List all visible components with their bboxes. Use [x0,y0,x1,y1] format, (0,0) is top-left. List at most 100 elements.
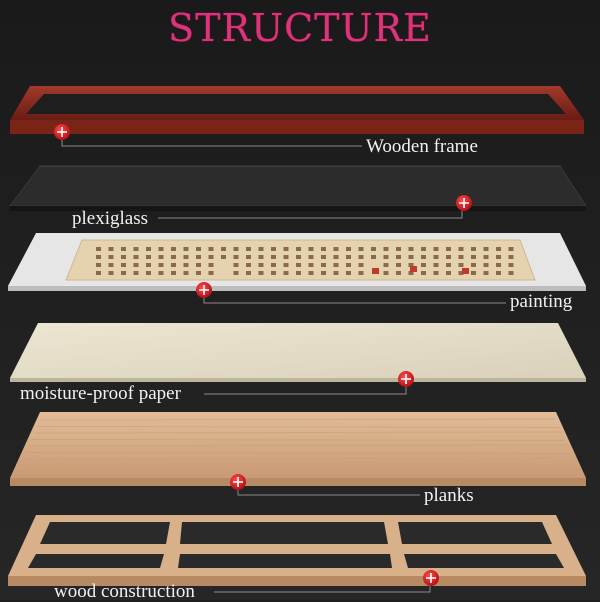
calligraphy-glyph [483,247,489,251]
calligraphy-glyph [208,263,214,267]
calligraphy-glyph [446,263,451,267]
calligraphy-glyph [271,271,276,275]
calligraphy-glyph [121,271,126,275]
calligraphy-glyph [496,255,501,259]
marker-plexiglass [456,195,472,211]
grain-line [24,452,572,454]
calligraphy-glyph [283,263,289,267]
calligraphy-glyph [346,247,351,251]
grain-line [27,444,569,447]
calligraphy-glyph [321,247,326,251]
calligraphy-glyph [458,263,464,267]
label-wood-construction: wood construction [54,581,195,602]
calligraphy-glyph [346,271,351,275]
calligraphy-glyph [296,255,301,259]
calligraphy-glyph [446,255,451,259]
grain-line [21,457,575,460]
calligraphy-glyph [483,263,489,267]
calligraphy-glyph [121,263,126,267]
calligraphy-glyph [483,255,489,259]
calligraphy-glyph [246,247,251,251]
calligraphy-glyph [146,263,151,267]
calligraphy-glyph [321,255,326,259]
calligraphy-glyph [146,271,151,275]
calligraphy-glyph [346,255,351,259]
calligraphy-glyph [421,247,426,251]
calligraphy-glyph [96,271,101,275]
wood-construction-layer [8,515,586,586]
calligraphy-glyph [96,263,101,267]
calligraphy-glyph [333,255,339,259]
calligraphy-glyph [133,255,139,259]
calligraphy-glyph [358,247,364,251]
calligraphy-glyph [408,263,414,267]
calligraphy-glyph [233,263,239,267]
calligraphy-glyph [183,255,189,259]
calligraphy-glyph [433,247,439,251]
calligraphy-glyph [333,247,339,251]
calligraphy-glyph [321,263,326,267]
calligraphy-glyph [458,255,464,259]
wooden-frame-layer [10,86,584,134]
calligraphy-glyph [408,271,414,275]
markers [54,124,472,586]
calligraphy-glyph [96,255,101,259]
calligraphy-glyph [421,271,426,275]
calligraphy-glyph [383,247,389,251]
calligraphy-glyph [258,255,264,259]
calligraphy-glyph [158,247,164,251]
calligraphy-glyph [321,271,326,275]
marker-wood-construction [423,570,439,586]
calligraphy-glyph [196,271,201,275]
calligraphy-glyph [183,271,189,275]
calligraphy-glyph [96,247,101,251]
calligraphy-glyph [333,263,339,267]
calligraphy-glyph [196,263,201,267]
label-wooden-frame: Wooden frame [366,136,478,157]
marker-planks [230,474,246,490]
calligraphy-glyph [246,271,251,275]
calligraphy-glyph [383,255,389,259]
calligraphy-glyph [183,247,189,251]
calligraphy-glyph [508,255,514,259]
calligraphy-glyph [508,263,514,267]
calligraphy-glyph [258,263,264,267]
calligraphy-glyph [496,263,501,267]
calligraphy-glyph [158,255,164,259]
calligraphy-glyph [396,263,401,267]
planks-layer [10,412,586,486]
calligraphy-glyph [108,247,114,251]
calligraphy-glyph [246,255,251,259]
moisture-proof-paper-layer [10,323,586,382]
grain-line [39,418,557,421]
label-plexiglass: plexiglass [72,208,148,229]
calligraphy-glyph [496,247,501,251]
marker-painting [196,282,212,298]
calligraphy-glyph [171,263,176,267]
calligraphy-glyph [158,271,164,275]
calligraphy-glyph [246,263,251,267]
calligraphy-glyph [308,247,314,251]
calligraphy-glyph [408,247,414,251]
grain-line [33,431,563,434]
page-title: STRUCTURE [168,6,432,50]
calligraphy-glyph [146,247,151,251]
calligraphy-glyph [383,271,389,275]
calligraphy-glyph [183,263,189,267]
calligraphy-scroll [65,239,536,281]
grain-line [15,470,581,473]
calligraphy-glyph [483,271,489,275]
calligraphy-glyph [358,271,364,275]
calligraphy-glyph [121,255,126,259]
calligraphy-glyph [308,255,314,259]
plexiglass-layer [9,165,587,211]
grain-line [30,439,566,441]
calligraphy-glyph [446,247,451,251]
calligraphy-glyph [171,247,176,251]
calligraphy-glyph [471,263,476,267]
calligraphy-glyph [508,271,514,275]
painting-layer [8,233,586,291]
calligraphy-glyph [271,247,276,251]
calligraphy-glyph [396,247,401,251]
calligraphy-glyph [208,271,214,275]
